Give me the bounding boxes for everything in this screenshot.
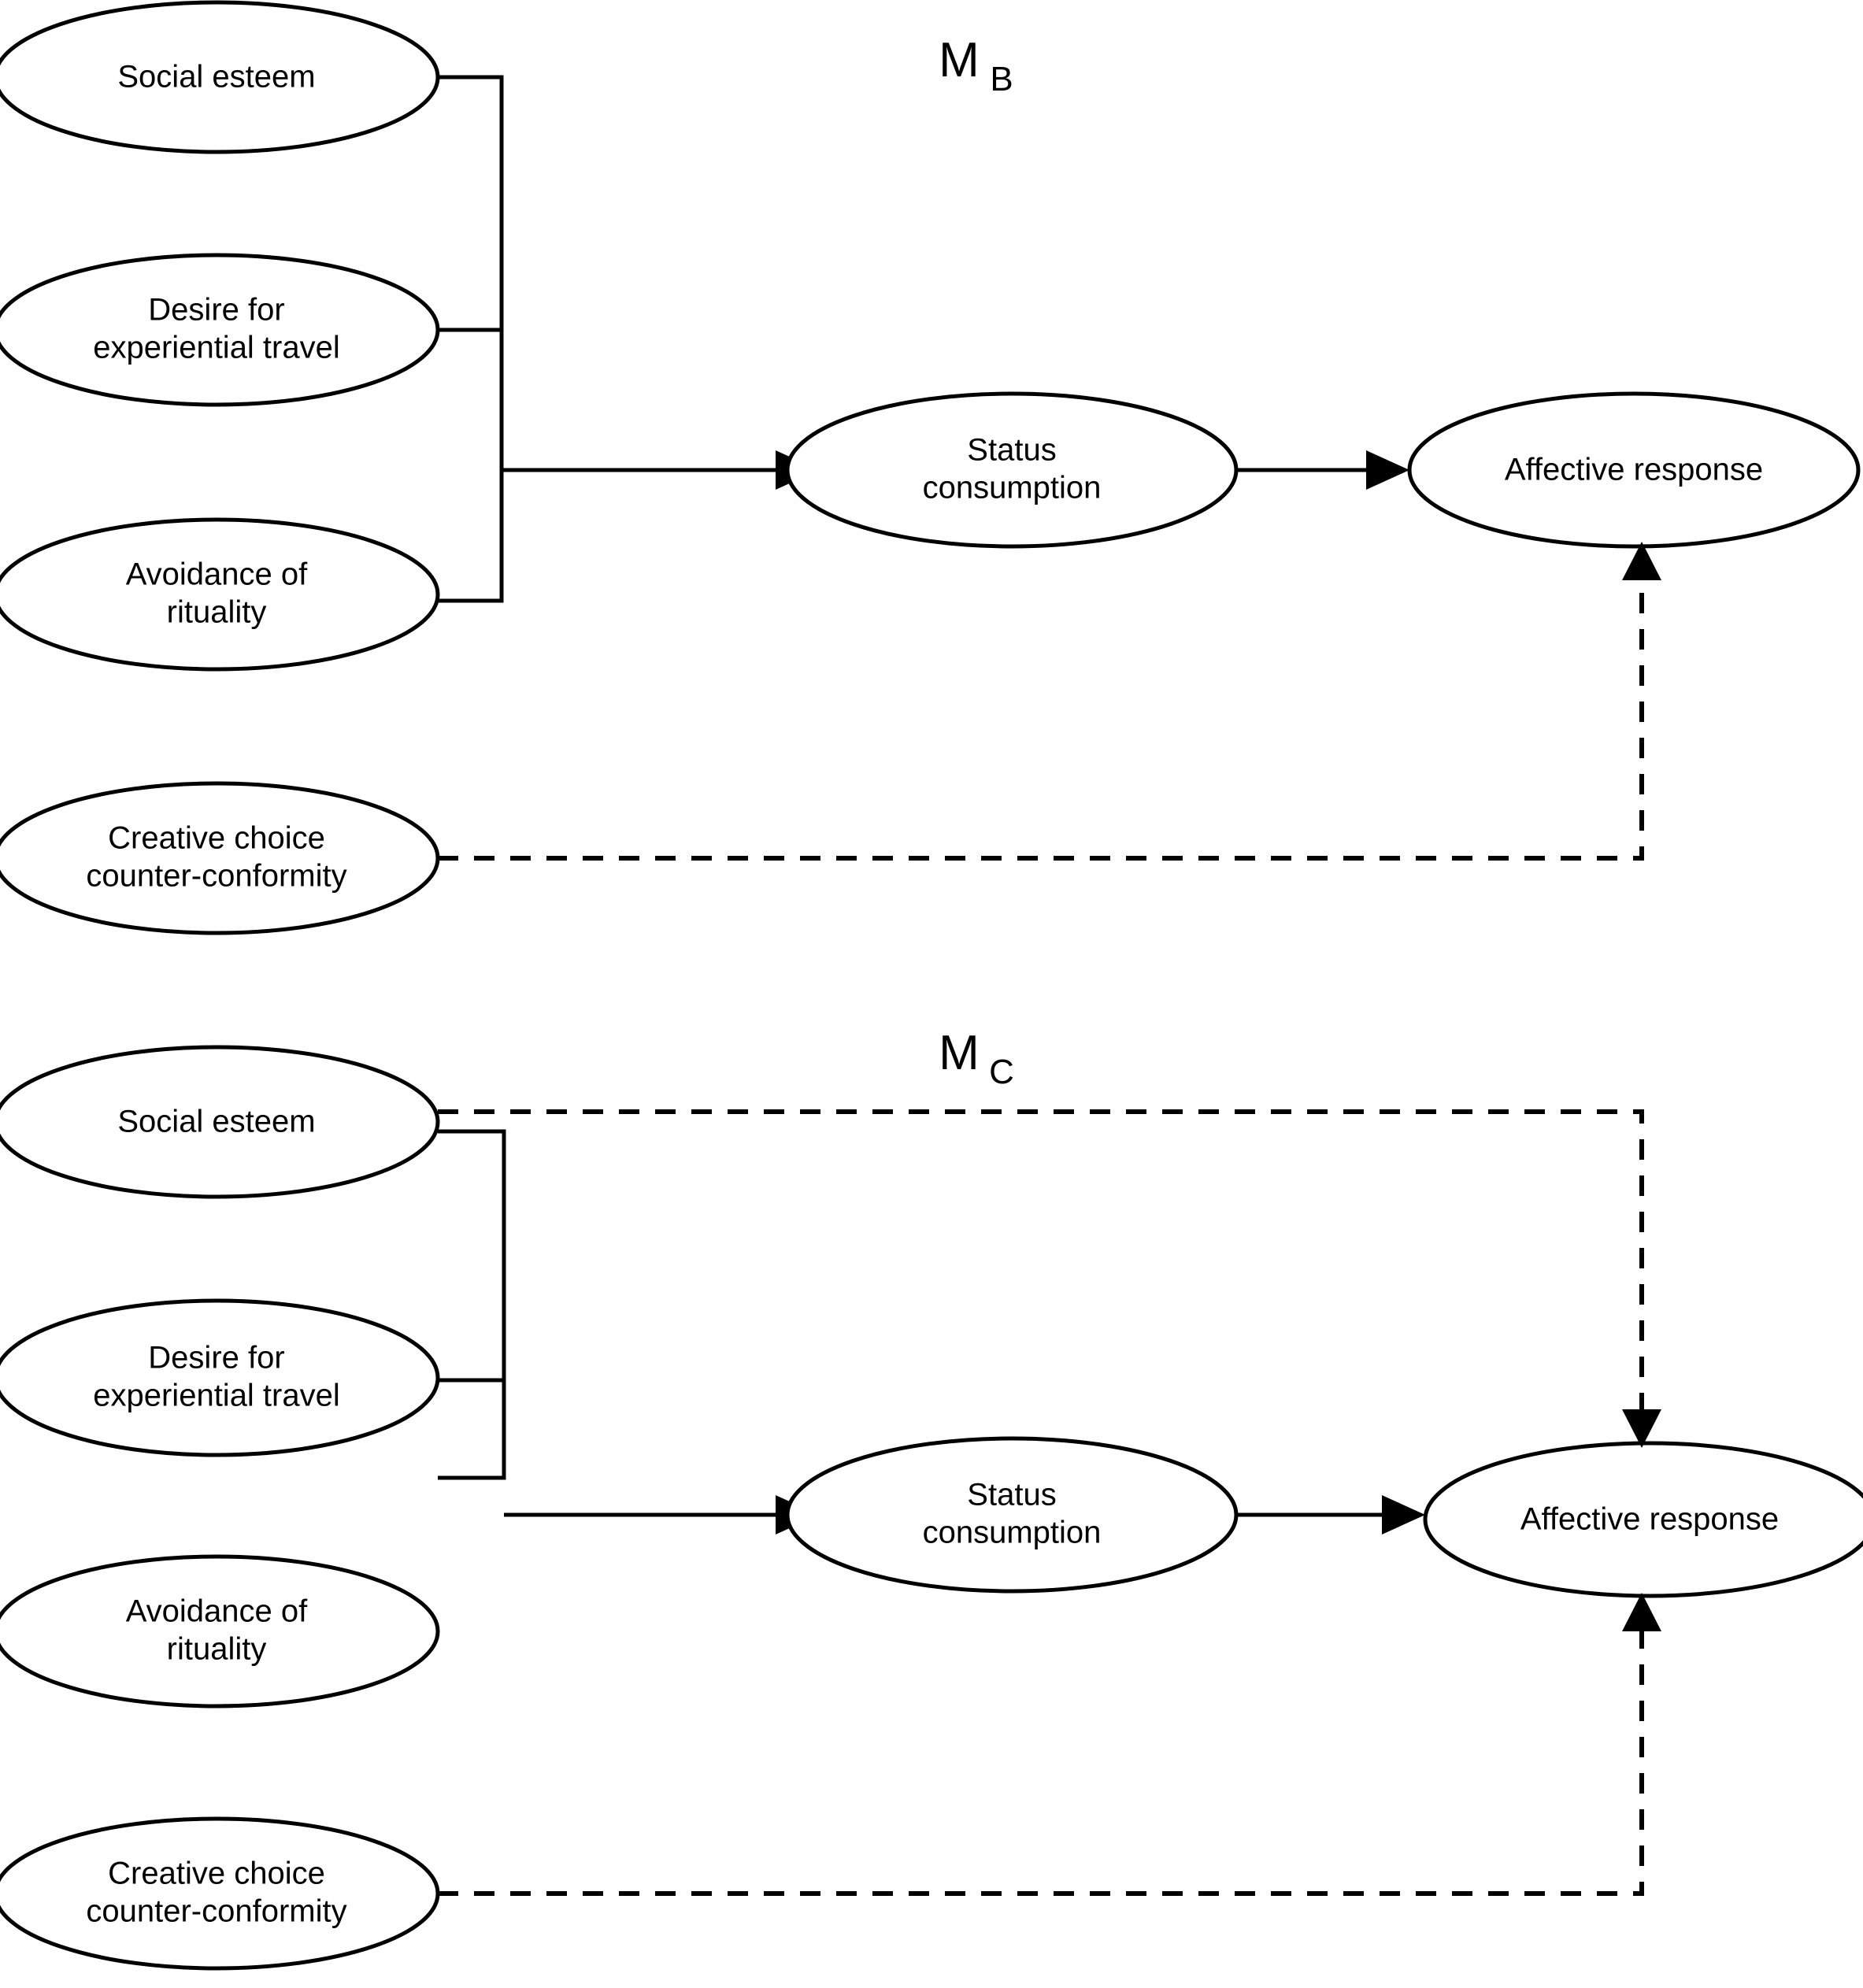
node-label-status-line2: consumption xyxy=(923,471,1102,505)
node-label-avoidance-line2: rituality xyxy=(167,1632,267,1667)
node-label-desire-line2: experiential travel xyxy=(93,331,340,365)
node-label-social-esteem: Social esteem xyxy=(117,1105,315,1139)
edge-arrowhead xyxy=(1382,1495,1425,1534)
node-ellipse xyxy=(0,0,440,154)
node-social-esteem-mc[interactable]: Social esteem xyxy=(0,1045,440,1199)
node-label-desire-line2: experiential travel xyxy=(93,1379,340,1413)
edge-status-to-affective-mc xyxy=(1236,1495,1425,1534)
panel-mb-bracket xyxy=(438,75,819,603)
panel-mc: M C Social esteem Desire for experientia… xyxy=(0,1026,1863,1971)
node-desire-experiential-travel-mb[interactable]: Desire for experiential travel xyxy=(0,253,440,407)
node-desire-experiential-travel-mc[interactable]: Desire for experiential travel xyxy=(0,1298,440,1457)
node-status-consumption-mc[interactable]: Status consumption xyxy=(785,1436,1239,1594)
node-creative-choice-counter-conformity-mc[interactable]: Creative choice counter-conformity xyxy=(0,1816,440,1971)
edge-arrowhead xyxy=(1622,1409,1661,1448)
node-avoidance-of-rituality-mb[interactable]: Avoidance of rituality xyxy=(0,517,440,672)
node-ellipse xyxy=(0,253,440,407)
node-label-status-line1: Status xyxy=(967,433,1056,468)
node-ellipse xyxy=(0,517,440,672)
panel-mc-title: M C xyxy=(939,1026,1014,1091)
node-creative-choice-counter-conformity-mb[interactable]: Creative choice counter-conformity xyxy=(0,781,440,935)
node-ellipse xyxy=(1423,1441,1863,1598)
edge-arrowhead xyxy=(1622,1593,1661,1631)
node-avoidance-of-rituality-mc[interactable]: Avoidance of rituality xyxy=(0,1554,440,1708)
node-label-avoidance-line2: rituality xyxy=(167,595,267,630)
panel-mb: M B Social esteem Desire for experientia… xyxy=(0,0,1861,935)
node-label-creative-line2: counter-conformity xyxy=(86,859,346,894)
edge-line xyxy=(438,1631,1644,1896)
node-label-creative-line1: Creative choice xyxy=(108,1857,325,1891)
edge-line xyxy=(438,580,1644,861)
node-affective-response-mc[interactable]: Affective response xyxy=(1423,1441,1863,1598)
panel-mb-title: M B xyxy=(939,33,1013,98)
node-label-avoidance-line1: Avoidance of xyxy=(126,1594,308,1629)
edge-creative-to-affective-mc xyxy=(438,1593,1661,1896)
node-label-affective-response: Affective response xyxy=(1520,1502,1779,1537)
node-label-status-line1: Status xyxy=(967,1478,1056,1512)
edge-line xyxy=(438,1109,1644,1409)
node-label-desire-line1: Desire for xyxy=(148,1341,284,1375)
node-label-creative-line2: counter-conformity xyxy=(86,1894,346,1929)
bracket-spine xyxy=(438,75,504,603)
edge-arrowhead xyxy=(1622,542,1661,580)
panel-mc-title-subscript: C xyxy=(989,1053,1014,1091)
node-ellipse xyxy=(0,1045,440,1199)
panel-mc-title-main: M xyxy=(939,1026,980,1080)
node-status-consumption-mb[interactable]: Status consumption xyxy=(785,391,1239,549)
edge-creative-to-affective-mb xyxy=(438,542,1661,861)
node-ellipse xyxy=(0,1298,440,1457)
node-affective-response-mb[interactable]: Affective response xyxy=(1407,391,1861,549)
edge-status-to-affective-mb xyxy=(1236,450,1409,490)
node-label-status-line2: consumption xyxy=(923,1516,1102,1550)
panel-mb-title-subscript: B xyxy=(990,60,1013,98)
node-social-esteem-mb[interactable]: Social esteem xyxy=(0,0,440,154)
panel-mb-title-main: M xyxy=(939,33,980,87)
node-label-avoidance-line1: Avoidance of xyxy=(126,557,308,592)
node-label-social-esteem: Social esteem xyxy=(117,60,315,94)
panel-mc-bracket xyxy=(438,1129,819,1534)
node-label-affective-response: Affective response xyxy=(1505,453,1763,487)
node-label-desire-line1: Desire for xyxy=(148,293,284,328)
node-ellipse xyxy=(0,1554,440,1708)
edge-social-esteem-to-affective-mc xyxy=(438,1109,1661,1448)
bracket-spine xyxy=(438,1129,506,1480)
node-label-creative-line1: Creative choice xyxy=(108,821,325,856)
edge-arrowhead xyxy=(1366,450,1409,490)
